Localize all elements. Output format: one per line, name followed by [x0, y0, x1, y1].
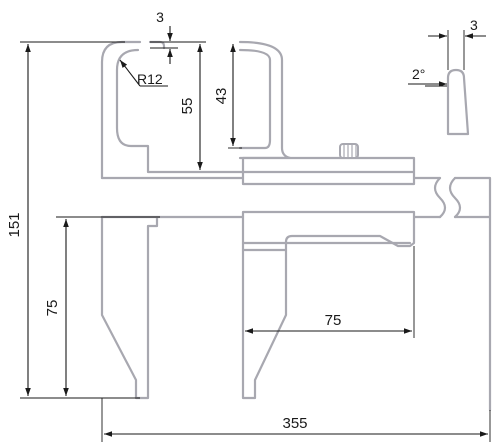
fixed-lower-jaw [100, 215, 159, 400]
fixed-upper-jaw-inner [115, 48, 245, 174]
beam-end [453, 176, 492, 412]
label-blade-thickness: 3 [470, 17, 478, 33]
label-upper-jaw-depth-sliding: 43 [213, 88, 230, 105]
label-lower-jaw-opening: 75 [325, 312, 342, 329]
dim-overall-height: 151 [6, 41, 140, 399]
dim-upper-jaw-depth-fixed: 55 [160, 41, 206, 170]
dim-blade-angle: 2° [408, 66, 447, 87]
dim-upper-jaw-depth-sliding: 43 [213, 44, 242, 149]
label-overall-height: 151 [6, 212, 23, 237]
dim-lower-jaw-depth: 75 [44, 216, 160, 396]
label-corner-radius: R12 [137, 71, 163, 87]
label-lower-jaw-depth: 75 [44, 300, 61, 317]
beam-break-left [433, 176, 447, 219]
label-upper-jaw-depth-fixed: 55 [179, 98, 196, 115]
dim-lower-jaw-opening: 75 [245, 246, 415, 338]
dim-upper-jaw-tip: 3 [150, 9, 178, 64]
label-overall-length: 355 [282, 415, 307, 432]
sliding-upper-jaw [238, 40, 292, 160]
dim-overall-length: 355 [101, 398, 491, 442]
label-blade-angle: 2° [412, 66, 425, 82]
beam-break-right [448, 176, 462, 219]
sliding-lower-jaw [241, 248, 288, 400]
vernier-lower-body [241, 210, 416, 252]
blade-profile [446, 68, 470, 136]
fixed-upper-jaw [100, 40, 166, 180]
label-upper-jaw-tip: 3 [156, 9, 164, 25]
dim-corner-radius: R12 [119, 59, 168, 87]
caliper-outline [100, 40, 492, 412]
dim-blade-thickness: 3 [428, 17, 486, 70]
thumb-wheel [339, 143, 359, 159]
